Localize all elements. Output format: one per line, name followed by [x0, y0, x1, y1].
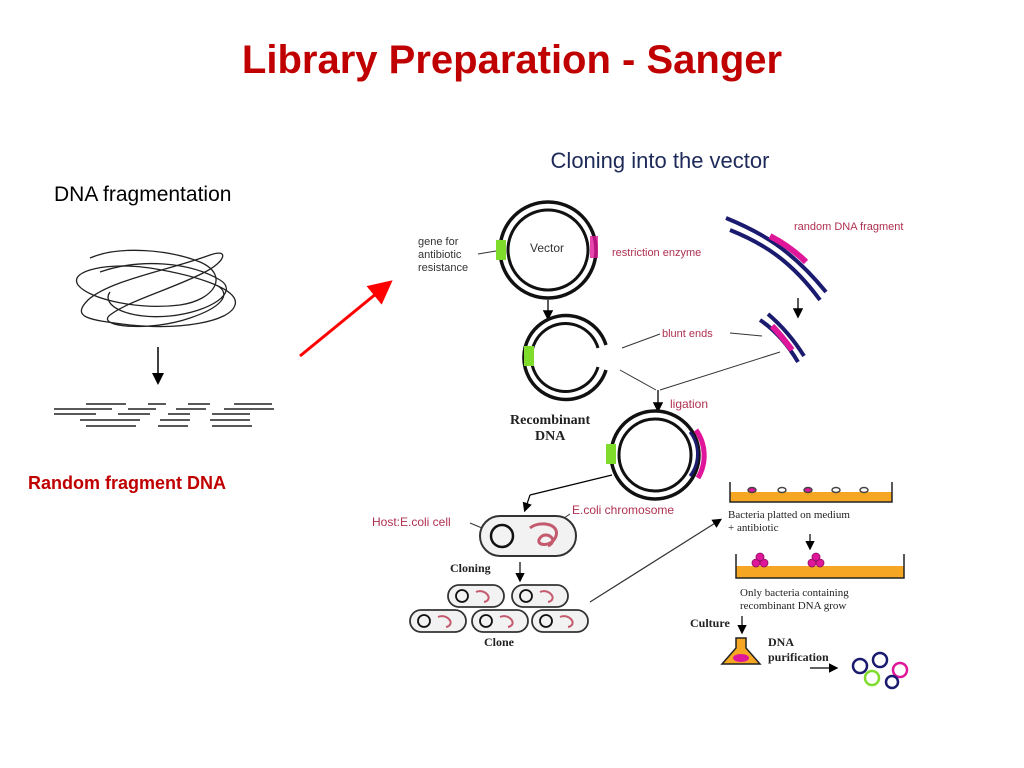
culture-label: Culture	[690, 616, 730, 630]
vector-plasmid	[496, 200, 598, 300]
dna-fragments	[54, 403, 274, 427]
random-fragment-caption: Random fragment DNA	[28, 473, 227, 493]
red-pointer-arrow	[299, 280, 393, 358]
dna-fragmentation-label: DNA fragmentation	[54, 183, 232, 206]
blunt-ends-line-right	[729, 332, 763, 337]
to-host-line	[529, 474, 613, 496]
short-fragment	[758, 312, 806, 364]
random-dna-fragment-label: random DNA fragment	[794, 221, 903, 233]
blunt-ends-line-left	[621, 333, 661, 349]
recombinant-label-2: DNA	[535, 429, 566, 444]
vector-label: Vector	[530, 241, 564, 255]
cloning-heading: Cloning into the vector	[551, 148, 770, 173]
gene-label-3: resistance	[418, 262, 468, 274]
slide-title: Library Preparation - Sanger	[241, 38, 783, 82]
dna-purification-label-1: DNA	[768, 635, 794, 649]
recombinant-label-1: Recombinant	[510, 413, 590, 428]
random-dna-fragment	[725, 216, 828, 302]
gene-label-1: gene for	[418, 236, 459, 248]
tangled-dna-icon	[75, 249, 236, 328]
only-bacteria-label-1: Only bacteria containing	[740, 587, 849, 599]
bacteria-label-1: Bacteria platted on medium	[728, 509, 850, 521]
to-plate-arrow	[589, 518, 723, 603]
selective-plate	[735, 552, 905, 579]
open-vector	[522, 313, 608, 402]
dna-purification-label-2: purification	[768, 650, 829, 664]
cloning-label: Cloning	[450, 561, 491, 575]
clone-label: Clone	[484, 635, 515, 649]
recombinant-plasmid	[606, 409, 707, 501]
host-cell-icon	[479, 515, 577, 557]
host-label: Host:E.coli cell	[372, 515, 451, 529]
blunt-ends-label: blunt ends	[662, 328, 713, 340]
gene-label-2: antibiotic	[418, 249, 462, 261]
only-bacteria-label-2: recombinant DNA grow	[740, 600, 846, 612]
bacteria-label-2: + antibiotic	[728, 522, 779, 534]
clone-cells	[409, 584, 589, 633]
plate-with-antibiotic	[729, 482, 893, 503]
ligation-line-right	[659, 351, 781, 391]
restriction-enzyme-label: restriction enzyme	[612, 247, 701, 259]
to-host-arrow	[522, 494, 532, 513]
ecoli-chromosome-label: E.coli chromosome	[572, 503, 674, 517]
ligation-line-left	[619, 369, 657, 391]
host-pointer	[469, 522, 483, 529]
purified-plasmids	[851, 651, 909, 690]
ligation-label: ligation	[670, 397, 708, 411]
flask-icon	[720, 637, 762, 665]
